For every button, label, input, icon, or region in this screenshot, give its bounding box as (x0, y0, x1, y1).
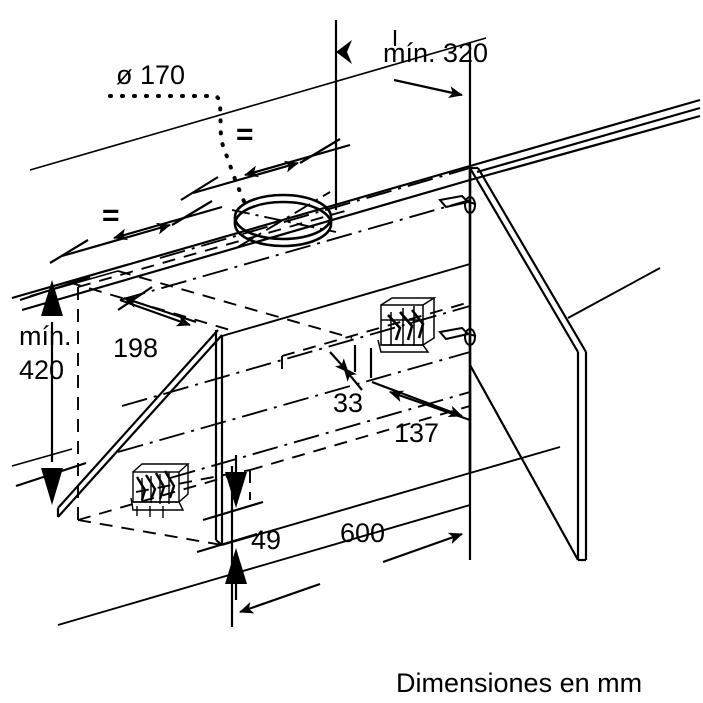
cabinet-lower-edges (57, 446, 561, 626)
door-leader-line (567, 267, 661, 319)
screw-fixing-lower (438, 326, 477, 346)
cabinet-outline (11, 98, 701, 312)
label-198: 198 (113, 333, 158, 363)
duct-hole-circle (233, 193, 333, 248)
label-600: 600 (340, 518, 385, 548)
screw-fixing-upper (438, 194, 477, 214)
inner-reference-dashed (281, 301, 471, 372)
label-min-420-line1: mín. (19, 321, 72, 351)
dotted-leader-line (108, 94, 250, 213)
label-49: 49 (251, 525, 281, 555)
label-min-420-line2: 420 (19, 355, 64, 385)
wall-bracket-lower (130, 463, 190, 518)
dim-198 (117, 286, 197, 327)
hidden-construction-dashed (67, 208, 471, 546)
wall-bracket-upper (377, 297, 437, 353)
label-equal-lower: = (102, 199, 120, 232)
dim-min-320 (334, 20, 472, 210)
dim-33 (329, 345, 373, 391)
label-equal-upper: = (236, 118, 254, 151)
equal-dimension-lower (49, 200, 223, 264)
cabinet-rear-top-edge (29, 37, 487, 171)
cabinet-interior-bottom (221, 263, 471, 546)
label-137: 137 (394, 418, 439, 448)
label-33: 33 (333, 388, 363, 418)
units-note: Dimensiones en mm (396, 668, 642, 698)
label-min-320: mín. 320 (383, 38, 488, 68)
dim-min-420 (15, 275, 91, 505)
label-diameter: ø 170 (116, 60, 185, 90)
door-panel (469, 166, 588, 562)
duct-hole-centre-cross (231, 191, 337, 248)
centre-lines-dashdot (117, 167, 471, 479)
shelf-panel-front-edge (56, 329, 223, 518)
dim-600 (230, 400, 472, 627)
equal-dimension-upper (180, 138, 351, 201)
